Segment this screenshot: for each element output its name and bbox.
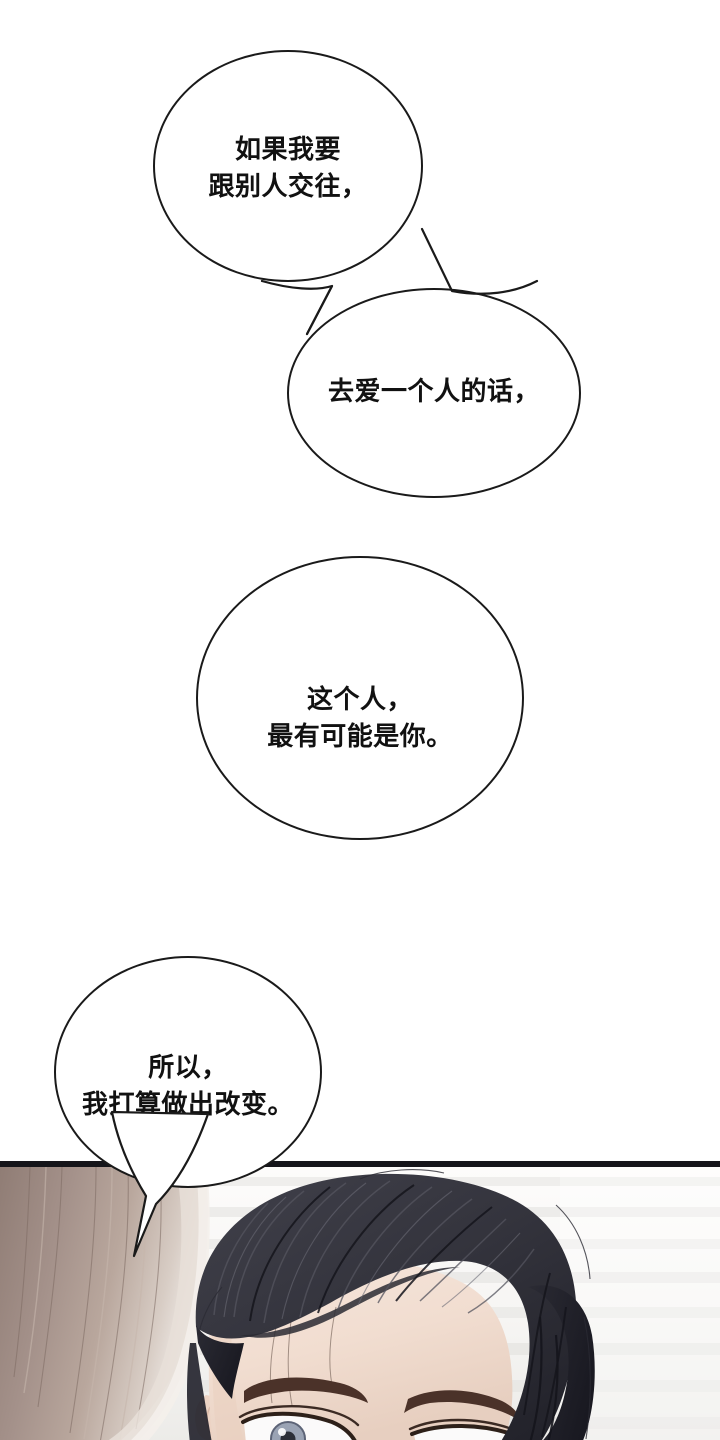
speech-bubble-2-text: 去爱一个人的话， [327, 375, 540, 406]
man-eyebrows [244, 1377, 520, 1421]
speech-bubble-4-text: 所以， 我打算做出改变。 [81, 1052, 294, 1119]
man-hair [195, 1169, 595, 1440]
panel-divider [0, 1161, 720, 1164]
speech-bubble-2: 去爱一个人的话， [287, 288, 581, 498]
speech-bubble-3-text: 这个人， 最有可能是你。 [267, 684, 453, 751]
dialogue-area: 如果我要 跟别人交往， 去爱一个人的话， 这个人， 最有可能是你。 [153, 50, 581, 840]
illustration-artwork [0, 1167, 720, 1440]
speech-bubble-1: 如果我要 跟别人交往， [153, 50, 423, 282]
man-left-eye [238, 1404, 360, 1440]
speech-bubble-3: 这个人， 最有可能是你。 [196, 556, 524, 840]
foreground-hair-sliver [187, 1343, 212, 1440]
speech-bubble-4: 所以， 我打算做出改变。 [54, 956, 322, 1188]
illustration-panel [0, 1164, 720, 1440]
speech-bubble-1-text: 如果我要 跟别人交往， [208, 134, 368, 201]
